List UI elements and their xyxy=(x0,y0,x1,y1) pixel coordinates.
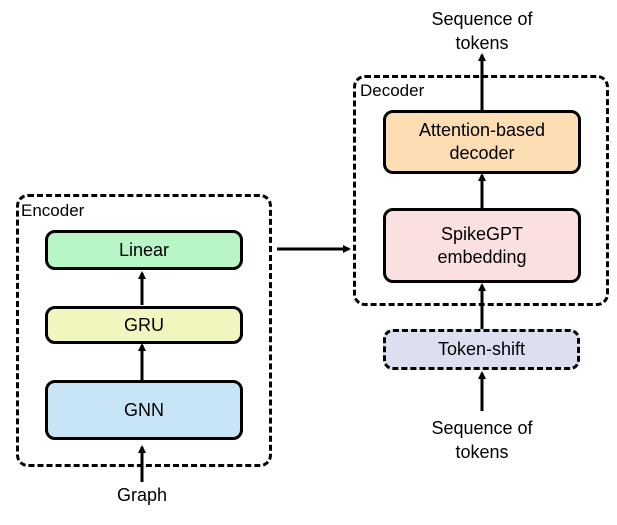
gru-block: GRU xyxy=(45,306,243,344)
gru-block-label: GRU xyxy=(124,314,164,335)
linear-block: Linear xyxy=(45,230,243,270)
decoder-label: Decoder xyxy=(360,81,425,100)
gnn-block: GNN xyxy=(45,380,243,440)
encoder-label: Encoder xyxy=(21,201,85,220)
graph-input-label: Graph xyxy=(116,485,168,505)
gnn-block-label: GNN xyxy=(124,399,164,420)
attention-decoder-label: Attention-based decoder xyxy=(418,120,546,163)
token-shift-label: Token-shift xyxy=(437,339,526,359)
spikegpt-embedding-block: SpikeGPT embedding xyxy=(383,208,581,283)
encoder-group xyxy=(16,194,272,467)
sequence-input-label: Sequence of tokens xyxy=(431,418,533,462)
token-shift-block: Token-shift xyxy=(383,329,580,370)
sequence-output-label: Sequence of tokens xyxy=(431,9,533,53)
decoder-group xyxy=(353,75,609,306)
attention-decoder-block: Attention-based decoder xyxy=(383,110,581,174)
spikegpt-embedding-label: SpikeGPT embedding xyxy=(437,223,527,267)
linear-block-label: Linear xyxy=(118,239,170,260)
